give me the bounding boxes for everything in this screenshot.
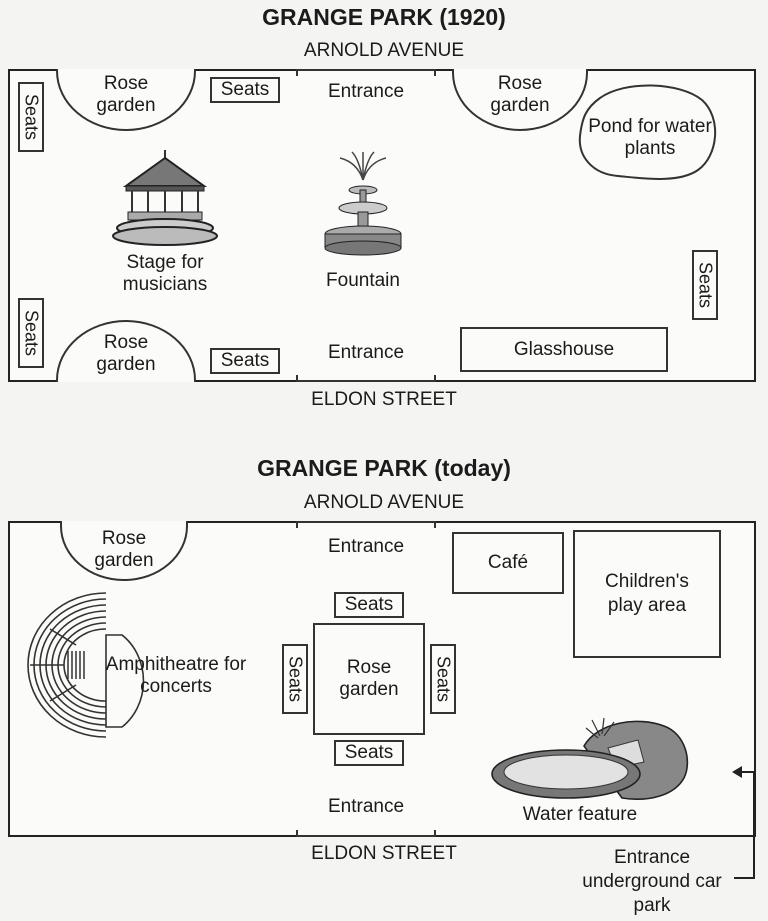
play-area-label: Children's play area — [605, 571, 689, 616]
map-1920-title: GRANGE PARK (1920) — [262, 4, 506, 30]
seats-right-today: Seats — [430, 644, 456, 714]
rose-garden-center: Rose garden — [313, 623, 425, 735]
seats-left-bottom-1920: Seats — [18, 298, 44, 368]
bandstand-icon — [112, 150, 218, 246]
rose-garden-top-today-label: Rose garden — [94, 528, 154, 571]
entrance-gate-top-1920 — [296, 69, 436, 76]
stage-label: Stage for musicians — [122, 252, 208, 295]
seats-top-today: Seats — [334, 592, 404, 618]
car-park-label: Entrance underground car park — [582, 847, 722, 916]
seats-left-bottom-label: Seats — [21, 309, 42, 357]
rose-garden-top-left-label: Rose garden — [96, 73, 156, 116]
cafe-label: Café — [487, 552, 529, 573]
eldon-street-label-today: ELDON STREET — [311, 843, 457, 864]
seats-left-today: Seats — [282, 644, 308, 714]
amphitheatre-icon — [27, 592, 145, 738]
entrance-top-label-today: Entrance — [327, 536, 405, 557]
water-feature-label: Water feature — [522, 804, 638, 825]
rose-garden-bottom-left-label: Rose garden — [96, 332, 156, 375]
water-feature-icon — [491, 717, 689, 800]
rose-garden-center-label: Rose garden — [339, 657, 399, 700]
seats-left-top-1920: Seats — [18, 82, 44, 152]
rose-garden-top-right-label: Rose garden — [490, 73, 550, 116]
seats-bottom-today: Seats — [334, 740, 404, 766]
map-today-title: GRANGE PARK (today) — [257, 455, 511, 481]
car-park-arrow — [732, 766, 755, 879]
glasshouse: Glasshouse — [460, 327, 668, 372]
seats-left-today-label: Seats — [285, 655, 306, 703]
seats-left-top-label: Seats — [21, 93, 42, 141]
eldon-street-label-1920: ELDON STREET — [311, 389, 457, 410]
fountain-label: Fountain — [326, 270, 400, 291]
cafe: Café — [452, 532, 564, 594]
glasshouse-label: Glasshouse — [513, 338, 615, 360]
entrance-gate-bottom-today — [296, 830, 436, 837]
seats-right-label: Seats — [695, 261, 716, 309]
seats-bottom-label: Seats — [220, 350, 270, 371]
fountain-icon — [324, 151, 402, 256]
seats-right-today-label: Seats — [433, 655, 454, 703]
entrance-bottom-label-1920: Entrance — [327, 342, 405, 363]
seats-top-today-label: Seats — [344, 594, 394, 615]
arnold-avenue-label-1920: ARNOLD AVENUE — [303, 40, 465, 61]
entrance-top-label-1920: Entrance — [327, 81, 405, 102]
seats-bottom-today-label: Seats — [344, 742, 394, 763]
seats-top-1920: Seats — [210, 77, 280, 103]
seats-top-label: Seats — [220, 79, 270, 100]
amphitheatre-label: Amphitheatre for concerts — [105, 654, 247, 697]
pond-label: Pond for water plants — [588, 116, 712, 159]
entrance-gate-top-today — [296, 521, 436, 528]
childrens-play-area: Children's play area — [573, 530, 721, 658]
seats-right-1920: Seats — [692, 250, 718, 320]
pond-shape — [578, 84, 716, 180]
entrance-gate-bottom-1920 — [296, 375, 436, 382]
seats-bottom-1920: Seats — [210, 348, 280, 374]
arnold-avenue-label-today: ARNOLD AVENUE — [303, 492, 465, 513]
entrance-bottom-label-today: Entrance — [327, 796, 405, 817]
